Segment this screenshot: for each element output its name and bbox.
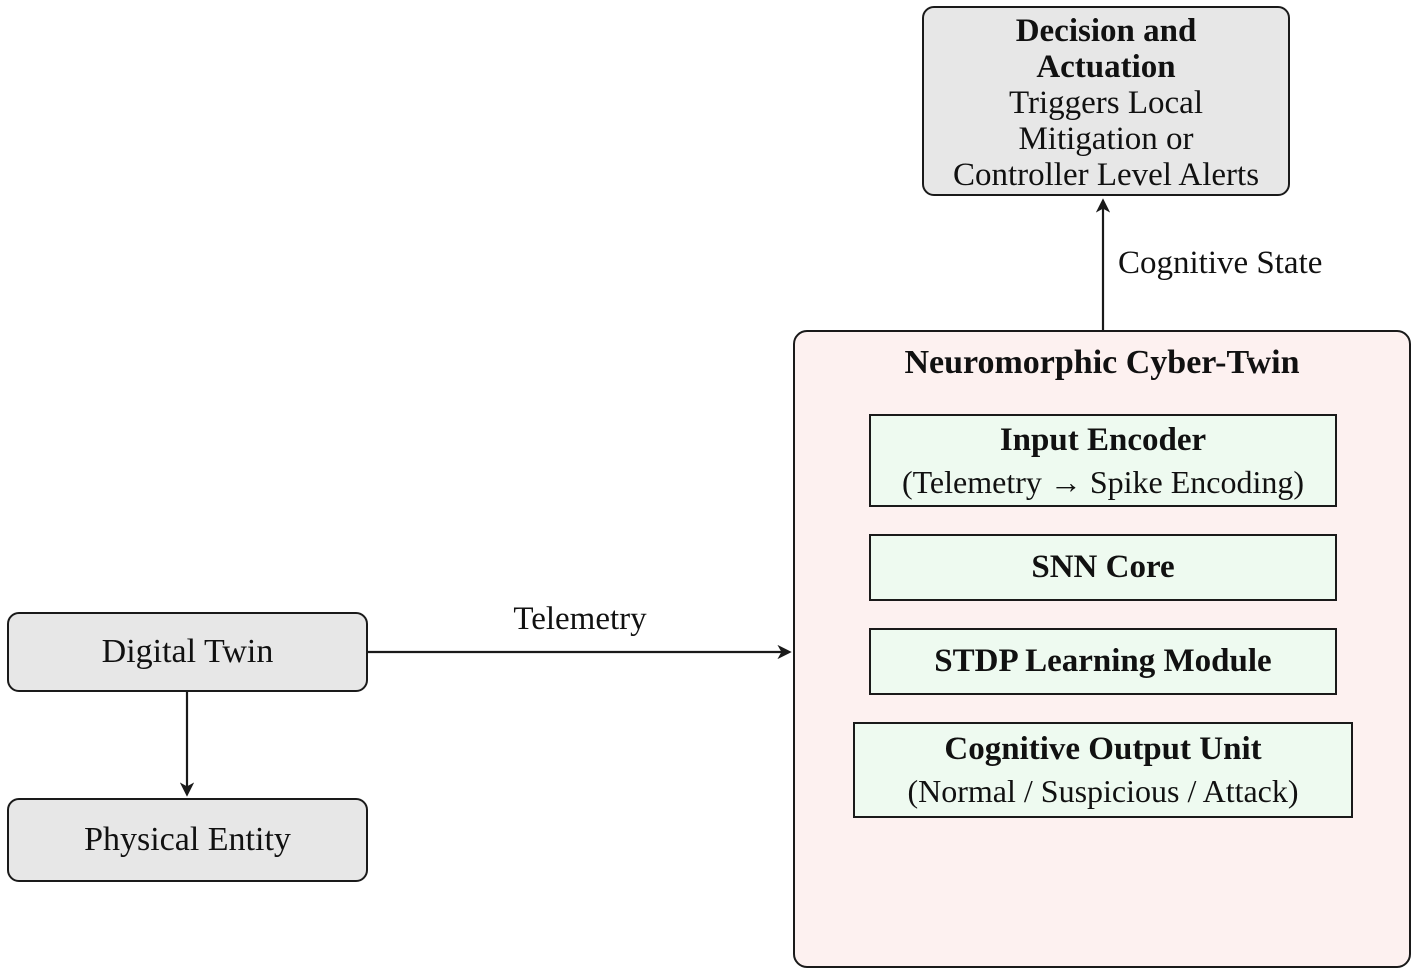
telemetry-edge-label: Telemetry xyxy=(513,601,647,637)
input-encoder-title: Input Encoder xyxy=(999,421,1207,458)
input-encoder-box: Input Encoder (Telemetry → Spike Encodin… xyxy=(869,414,1337,507)
cognitive-output-unit-title: Cognitive Output Unit xyxy=(944,731,1262,767)
snn-core-box: SNN Core xyxy=(869,534,1337,601)
cognitive-output-unit-subtitle: (Normal / Suspicious / Attack) xyxy=(907,773,1299,809)
neuromorphic-cyber-twin-title: Neuromorphic Cyber-Twin xyxy=(904,344,1300,381)
digital-twin-label: Digital Twin xyxy=(101,633,274,670)
stdp-learning-module-title: STDP Learning Module xyxy=(934,643,1272,679)
cognitive-output-unit-box: Cognitive Output Unit (Normal / Suspicio… xyxy=(853,722,1353,818)
stdp-learning-module-box: STDP Learning Module xyxy=(869,628,1337,695)
digital-twin-box: Digital Twin xyxy=(7,612,368,692)
input-encoder-subtitle: (Telemetry → Spike Encoding) xyxy=(901,463,1305,500)
physical-entity-label: Physical Entity xyxy=(84,821,291,858)
snn-core-title: SNN Core xyxy=(1031,549,1175,585)
physical-entity-box: Physical Entity xyxy=(7,798,368,882)
cognitive-state-edge-label: Cognitive State xyxy=(1118,245,1323,281)
